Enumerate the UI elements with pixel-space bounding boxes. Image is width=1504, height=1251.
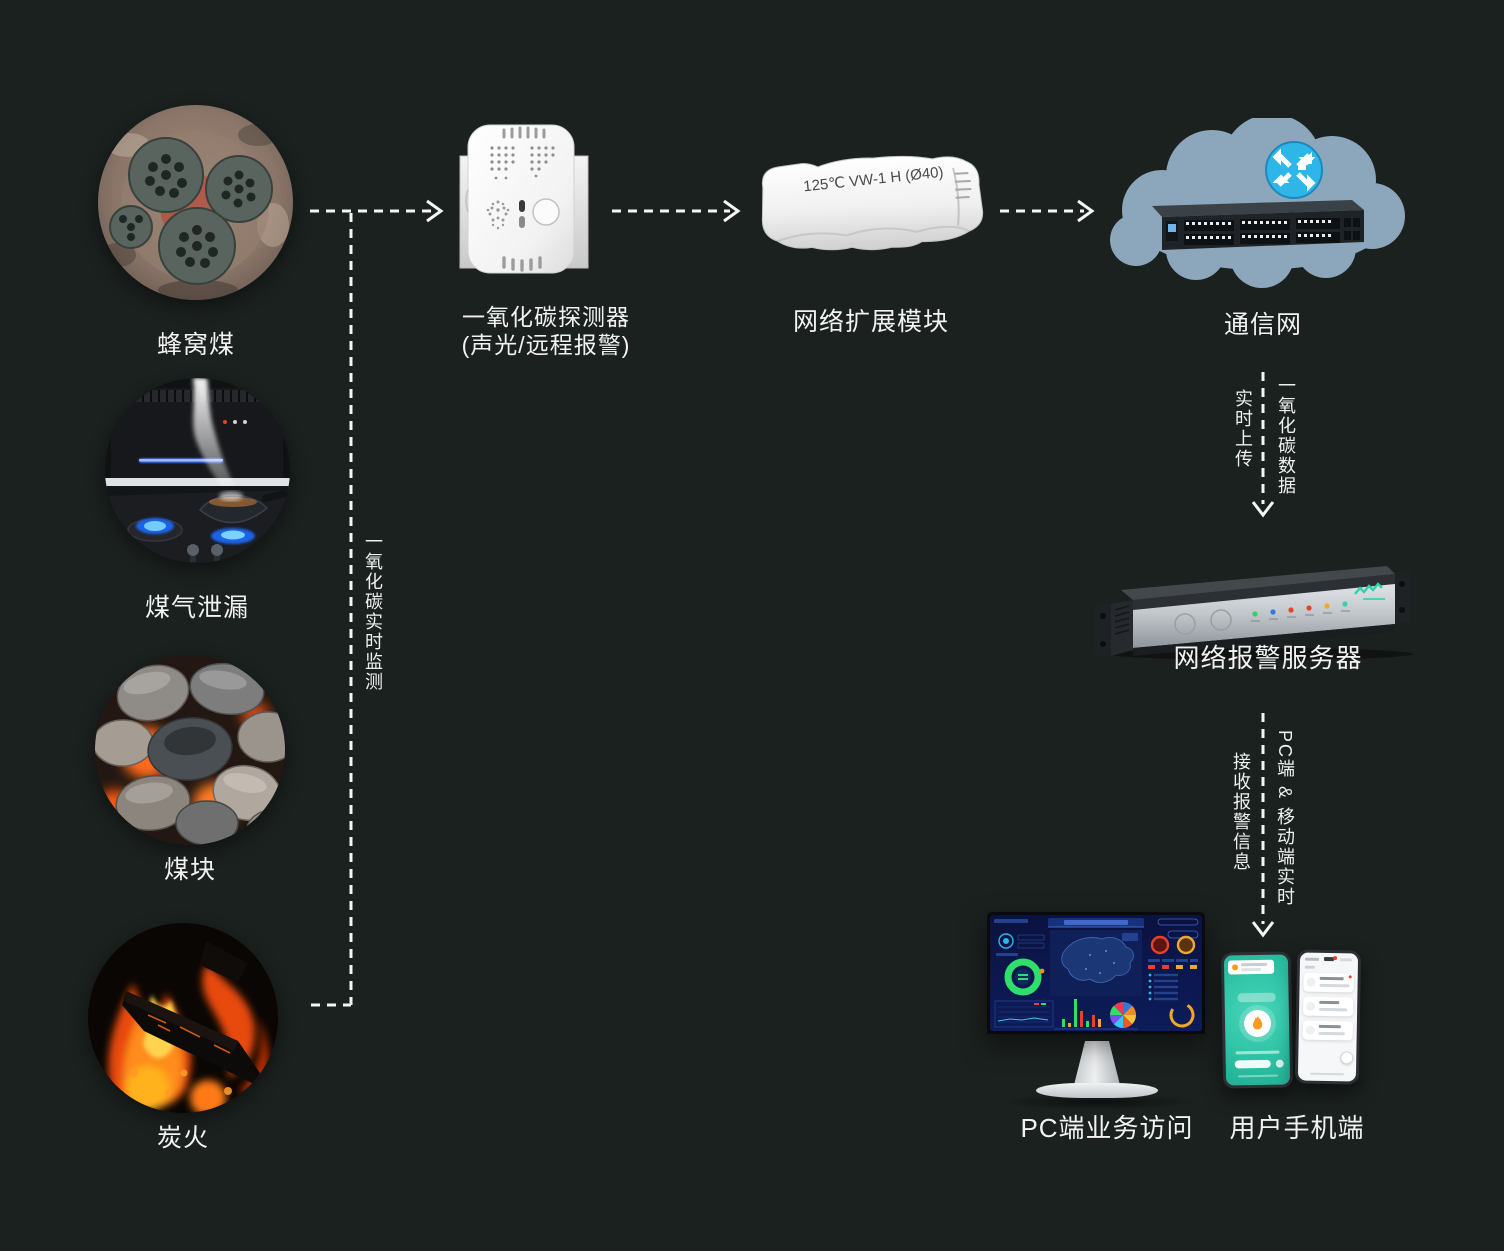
label-user-mobile: 用户手机端 [1229,1113,1365,1143]
network-module-art: 125℃ VW-1 H (Ø40) [761,155,984,251]
server-brand-logo [1354,582,1385,600]
photo-gas-leak [105,378,290,563]
server-art [1095,566,1413,660]
notification-card [1303,996,1354,1017]
detector-speaker-icon [486,200,510,230]
network-switch [1152,200,1364,250]
router-icon [1265,141,1323,199]
photo-coal-lumps [95,655,285,845]
arrowhead-right-2 [723,199,741,223]
server-led-indicators [1252,601,1348,617]
flame-icon [1253,1015,1263,1030]
dashboard-screen [990,915,1202,1031]
flow-label-receive-alarm: 接收报警信息 [1231,752,1251,872]
dashboard-donut-chart [1004,958,1045,996]
card-line1 [1319,976,1344,981]
label-network-module: 网络扩展模块 [792,308,950,336]
communication-network-cloud [1100,114,1405,293]
phone-app-list [1294,949,1362,1085]
nav-bar-line [1309,1072,1345,1076]
card-line2 [1318,1031,1345,1036]
flow-label-realtime-upload: 实时上传 [1233,389,1253,469]
cloud-art [1110,114,1405,288]
action-pill [1234,1059,1271,1069]
list-header-line [1304,957,1320,961]
network-alarm-server [1093,548,1413,660]
charcoal-fire-art [88,923,278,1113]
pc-monitor [987,912,1205,1034]
alert-text-line2 [1241,967,1262,972]
label-communication-network: 通信网 [1223,311,1303,339]
flow-label-co-realtime-monitor: 一氧化碳实时监测 [363,532,383,692]
nav-bar-line [1237,1074,1278,1078]
card-badge [1348,975,1352,979]
badge-dot [1332,956,1338,961]
coal-lumps-art [95,655,285,845]
flow-label-pc-mobile-realtime: PC端 & 移动端实时 [1275,730,1295,908]
list-subline [1304,965,1315,969]
gas-leak-art [105,378,290,563]
label-coal-lumps: 煤块 [163,856,217,884]
photo-honeycomb-briquette [98,105,293,300]
dashboard-device-list [1148,973,1178,1001]
info-text-line [1235,1050,1280,1055]
phone-app-main-screen [1223,954,1291,1086]
label-co-detector-line2: (声光/远程报警) [461,332,631,358]
notification-card [1303,972,1354,993]
card-line2 [1319,983,1350,988]
network-expansion-module: 125℃ VW-1 H (Ø40) [750,152,1000,262]
arrowhead-down-1 [1251,501,1275,518]
monitor-stand-neck [1074,1041,1120,1085]
arrowhead-down-2 [1251,921,1275,938]
card-icon [1305,1025,1315,1035]
flame-badge [1243,1009,1272,1038]
label-honeycomb-briquette: 蜂窝煤 [156,331,236,359]
gear-icon [1275,1059,1284,1068]
label-pc-access: PC端业务访问 [1020,1113,1194,1143]
co-detector-art [459,124,589,274]
fab-button [1340,1051,1354,1065]
notification-card [1302,1020,1353,1041]
label-alarm-server: 网络报警服务器 [1173,643,1363,673]
phone-app-list-screen [1297,952,1359,1082]
label-charcoal-fire: 炭火 [156,1124,210,1152]
photo-charcoal-fire [88,923,278,1113]
label-co-detector-line1: 一氧化碳探测器 [462,304,630,330]
status-pill [1237,992,1276,1003]
dashboard-pie-chart [1110,1002,1136,1028]
card-line2 [1319,1007,1348,1012]
card-icon [1306,977,1316,987]
card-icon [1306,1001,1316,1011]
detector-test-button [532,198,560,226]
card-line1 [1318,1024,1341,1029]
list-tab2 [1339,958,1353,962]
card-line1 [1319,1000,1340,1005]
arrowhead-right-1 [426,199,444,223]
monitor-stand-base [1036,1083,1158,1098]
honeycomb-briquette-art [98,105,293,300]
monitor-shadow [1000,1094,1195,1110]
phone-app-main [1220,951,1294,1089]
arrowhead-right-3 [1077,199,1095,223]
flow-label-co-data: 一氧化碳数据 [1276,376,1296,496]
co-detector-device [448,110,603,280]
alert-text-line [1241,962,1268,967]
label-gas-leak: 煤气泄漏 [144,594,250,622]
phone-alert-card [1227,959,1275,975]
alert-dot-icon [1232,964,1239,971]
